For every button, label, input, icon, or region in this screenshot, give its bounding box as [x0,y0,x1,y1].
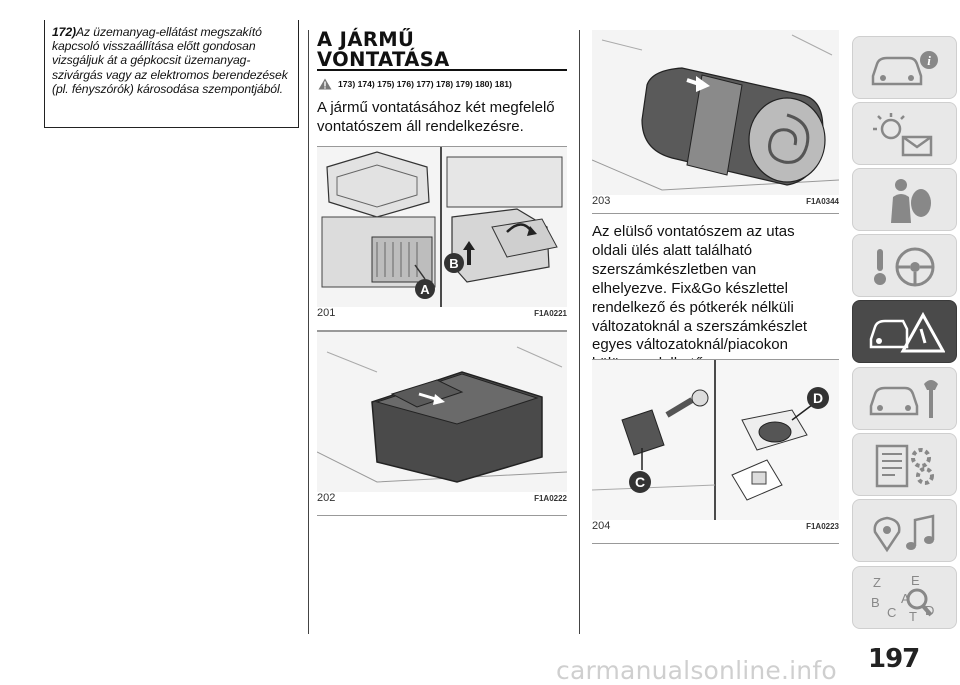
figure-204-caption: 204 F1A0223 [592,520,839,532]
note-body: Az üzemanyag-ellátást megszakító kapcsol… [52,25,288,96]
svg-text:E: E [911,573,920,588]
column-divider-right [579,30,580,634]
svg-text:B: B [871,595,880,610]
svg-text:A: A [901,591,910,606]
figure-number: 203 [592,195,611,207]
body-paragraph: Az elülső vontatószem az utas oldali ülé… [592,223,808,372]
sidebar-tab-starting-driving[interactable] [852,234,957,297]
warning-references: 173) 174) 175) 176) 177) 178) 179) 180) … [318,78,512,90]
note-ref: 172) [52,25,76,39]
label-b: B [449,256,458,271]
safety-note-box: 172)Az üzemanyag-ellátást megszakító kap… [44,20,299,128]
figure-203-illustration [592,30,839,195]
svg-text:Z: Z [873,575,881,590]
figure-203: 203 F1A0344 [592,30,839,214]
figure-code: F1A0221 [534,309,567,318]
figure-202-illustration [317,332,567,492]
figure-code: F1A0223 [806,522,839,531]
figure-code: F1A0222 [534,494,567,503]
callout-b [444,253,464,273]
safety-note-text: 172)Az üzemanyag-ellátást megszakító kap… [52,25,292,96]
page-number: 197 [868,644,920,674]
emergency-icon [869,311,945,352]
figure-number: 202 [317,492,336,504]
figure-number: 201 [317,307,336,319]
svg-text:T: T [909,609,917,623]
sidebar-tab-maintenance[interactable] [852,367,957,430]
callout-a [415,279,435,299]
label-c: C [635,474,645,490]
warning-refs-text: 173) 174) 175) 176) 177) 178) 179) 180) … [338,79,512,89]
sidebar-tab-technical-data[interactable] [852,433,957,496]
starting-driving-icon [873,247,934,286]
sidebar-tab-car-info[interactable]: i [852,36,957,99]
label-d: D [813,390,823,406]
technical-data-icon [875,444,934,487]
label-a: A [420,282,430,297]
sidebar-tab-emergency[interactable] [852,300,957,363]
warning-triangle-icon [318,78,332,90]
figure-201: A B 201 F1A0221 [317,146,567,331]
figure-204: C D 204 F1A0223 [592,359,839,544]
figure-201-caption: 201 F1A0221 [317,307,567,319]
multimedia-icon [873,513,934,552]
callout-d [807,387,829,409]
safety-icon [890,178,931,223]
car-info-icon: i [871,50,938,85]
index-icon: Z E B AC DT [871,573,934,623]
section-title: A JÁRMŰ VONTATÁSA [317,30,567,70]
figure-code: F1A0344 [806,197,839,206]
figure-202: 202 F1A0222 [317,331,567,516]
warning-lights-icon [872,112,932,156]
figure-204-illustration: C D [592,360,839,520]
svg-text:i: i [927,53,931,68]
figure-201-illustration: A B [317,147,567,307]
callout-c [629,471,651,493]
title-line-2: VONTATÁSA [317,48,450,71]
maintenance-icon [869,379,938,418]
figure-203-caption: 203 F1A0344 [592,195,839,207]
sidebar-tab-safety[interactable] [852,168,957,231]
sidebar-tab-warning-lights[interactable] [852,102,957,165]
title-rule [317,69,567,71]
intro-paragraph: A jármű vontatásához két megfelelő vonta… [317,99,555,135]
figure-number: 204 [592,520,611,532]
column-divider-left [308,30,309,634]
title-line-1: A JÁRMŰ [317,28,415,51]
figure-202-caption: 202 F1A0222 [317,492,567,504]
watermark-text: carmanualsonline.info [556,656,837,685]
sidebar-tab-multimedia[interactable] [852,499,957,562]
svg-text:C: C [887,605,896,620]
svg-text:D: D [925,603,934,618]
